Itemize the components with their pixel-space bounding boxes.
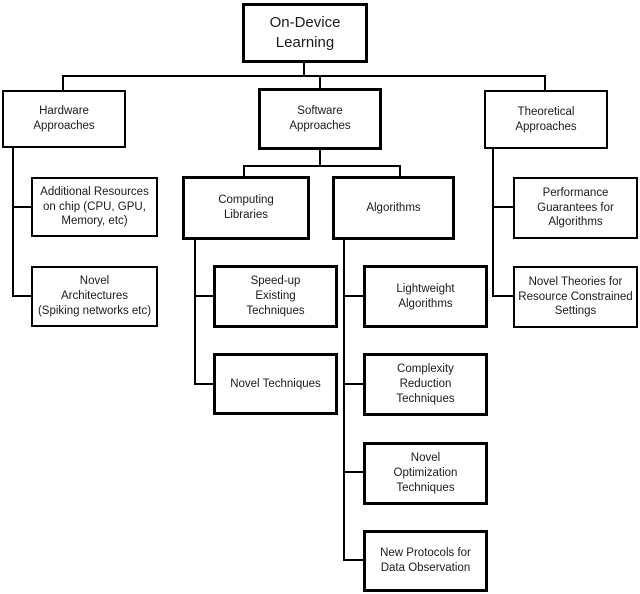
node-on-device-learning: On-Device Learning xyxy=(242,3,368,63)
connector-hardware-drop xyxy=(62,75,64,91)
node-new-protocols: New Protocols for Data Observation xyxy=(363,530,488,592)
connector-software-stem xyxy=(319,150,321,167)
connector-lightweight xyxy=(343,295,363,297)
node-novel-optimization: Novel Optimization Techniques xyxy=(363,442,488,505)
node-software-approaches: Software Approaches xyxy=(258,88,382,150)
node-novel-theories: Novel Theories for Resource Constrained … xyxy=(513,266,638,328)
connector-novel-architectures xyxy=(12,295,31,297)
node-additional-resources: Additional Resources on chip (CPU, GPU, … xyxy=(31,177,158,237)
connector-software-drop xyxy=(319,75,321,89)
node-algorithms: Algorithms xyxy=(332,176,455,240)
connector-novel-optimization xyxy=(343,471,363,473)
connector-complexity xyxy=(343,383,363,385)
connector-hardware-spine xyxy=(12,148,14,297)
connector-speed-up xyxy=(194,295,213,297)
node-lightweight-algorithms: Lightweight Algorithms xyxy=(363,265,488,328)
node-novel-architectures: Novel Architectures (Spiking networks et… xyxy=(31,266,158,327)
connector-computing-drop xyxy=(243,165,245,177)
node-novel-techniques: Novel Techniques xyxy=(213,353,338,415)
connector-algorithms-drop xyxy=(399,165,401,177)
node-theoretical-approaches: Theoretical Approaches xyxy=(484,90,608,149)
connector-software-rail xyxy=(243,165,401,167)
connector-computing-spine xyxy=(194,240,196,385)
connector-root-drop xyxy=(303,62,305,76)
connector-new-protocols xyxy=(343,559,363,561)
node-hardware-approaches: Hardware Approaches xyxy=(2,90,126,148)
connector-theoretical-drop xyxy=(544,75,546,91)
node-performance-guarantees: Performance Guarantees for Algorithms xyxy=(513,177,638,239)
connector-novel-theories xyxy=(492,295,513,297)
connector-theoretical-spine xyxy=(492,149,494,297)
node-complexity-reduction: Complexity Reduction Techniques xyxy=(363,353,488,416)
connector-performance-guarantees xyxy=(492,206,513,208)
connector-level1-rail xyxy=(62,75,546,77)
node-computing-libraries: Computing Libraries xyxy=(182,176,310,240)
connector-novel-techniques xyxy=(194,383,213,385)
connector-algorithms-spine xyxy=(343,240,345,561)
node-speed-up: Speed-up Existing Techniques xyxy=(213,265,338,328)
connector-additional-resources xyxy=(12,206,31,208)
